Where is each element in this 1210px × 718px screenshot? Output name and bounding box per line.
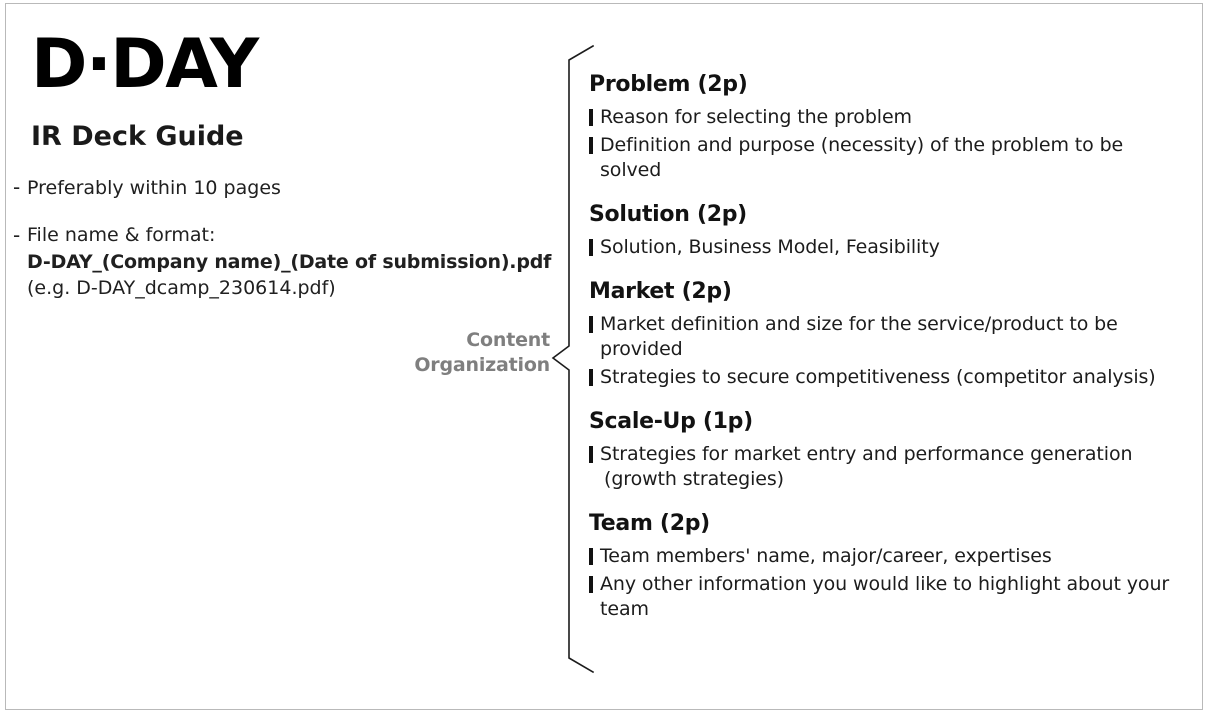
bullet-item: Strategies to secure competitiveness (co…	[589, 365, 1189, 390]
left-column: D·DAY IR Deck Guide - Preferably within …	[13, 25, 551, 302]
bar-bullet-icon	[589, 239, 593, 256]
content-organization-bracket	[551, 44, 595, 674]
section-heading: Scale-Up (1p)	[589, 409, 753, 434]
callout-label-line1: Content	[466, 329, 550, 351]
outline-section-scale-up: Scale-Up (1p) Strategies for market entr…	[589, 407, 1189, 492]
bullet-item: Solution, Business Model, Feasibility	[589, 235, 1189, 260]
bullet-text: Reason for selecting the problem	[600, 106, 912, 128]
bar-bullet-icon	[589, 548, 593, 565]
filename-example: (e.g. D-DAY_dcamp_230614.pdf)	[27, 277, 336, 299]
bullet-item: Strategies for market entry and performa…	[589, 442, 1189, 492]
bar-bullet-icon	[589, 109, 593, 126]
filename-format: D-DAY_(Company name)_(Date of submission…	[27, 251, 552, 273]
bullet-text: Strategies to secure competitiveness (co…	[600, 366, 1156, 388]
dash-bullet-icon: -	[13, 175, 21, 199]
section-heading: Solution (2p)	[589, 202, 747, 227]
bullet-text: Market definition and size for the servi…	[600, 313, 1118, 360]
bullet-text: Solution, Business Model, Feasibility	[600, 236, 940, 258]
brand-logo: D·DAY	[31, 25, 259, 104]
note-body: File name & format: D-DAY_(Company name)…	[27, 222, 551, 302]
bar-bullet-icon	[589, 316, 593, 333]
outline-section-solution: Solution (2p) Solution, Business Model, …	[589, 200, 1189, 260]
outline-section-problem: Problem (2p) Reason for selecting the pr…	[589, 70, 1189, 183]
bar-bullet-icon	[589, 137, 593, 154]
note-line: Preferably within 10 pages	[27, 177, 281, 199]
page-title: IR Deck Guide	[31, 121, 244, 152]
outline-column: Problem (2p) Reason for selecting the pr…	[589, 70, 1189, 625]
callout-label-line2: Organization	[414, 354, 550, 376]
note-body: Preferably within 10 pages	[27, 174, 533, 202]
bar-bullet-icon	[589, 446, 593, 463]
section-heading: Problem (2p)	[589, 72, 748, 97]
bullet-text-continuation: (growth strategies)	[604, 468, 784, 490]
bar-bullet-icon	[589, 369, 593, 386]
dash-bullet-icon: -	[13, 223, 21, 247]
bullet-item: Definition and purpose (necessity) of th…	[589, 133, 1189, 183]
section-heading: Market (2p)	[589, 279, 732, 304]
bullet-text: Team members' name, major/career, expert…	[600, 545, 1052, 567]
bullet-text: Definition and purpose (necessity) of th…	[600, 134, 1124, 181]
bullet-text: Any other information you would like to …	[600, 573, 1170, 620]
bullet-text: Strategies for market entry and performa…	[600, 443, 1133, 465]
bullet-text-wrap: Strategies for market entry and performa…	[600, 442, 1133, 492]
note-item-1: - File name & format: D-DAY_(Company nam…	[13, 222, 551, 302]
bullet-item: Any other information you would like to …	[589, 572, 1189, 622]
note-line: File name & format:	[27, 224, 216, 246]
bullet-item: Team members' name, major/career, expert…	[589, 544, 1189, 569]
outline-section-team: Team (2p) Team members' name, major/care…	[589, 509, 1189, 622]
outline-section-market: Market (2p) Market definition and size f…	[589, 277, 1189, 390]
bullet-item: Market definition and size for the servi…	[589, 312, 1189, 362]
content-organization-label: Content Organization	[330, 328, 550, 378]
section-heading: Team (2p)	[589, 511, 710, 536]
note-item-0: - Preferably within 10 pages	[13, 174, 533, 202]
bar-bullet-icon	[589, 576, 593, 593]
bullet-item: Reason for selecting the problem	[589, 105, 1189, 130]
